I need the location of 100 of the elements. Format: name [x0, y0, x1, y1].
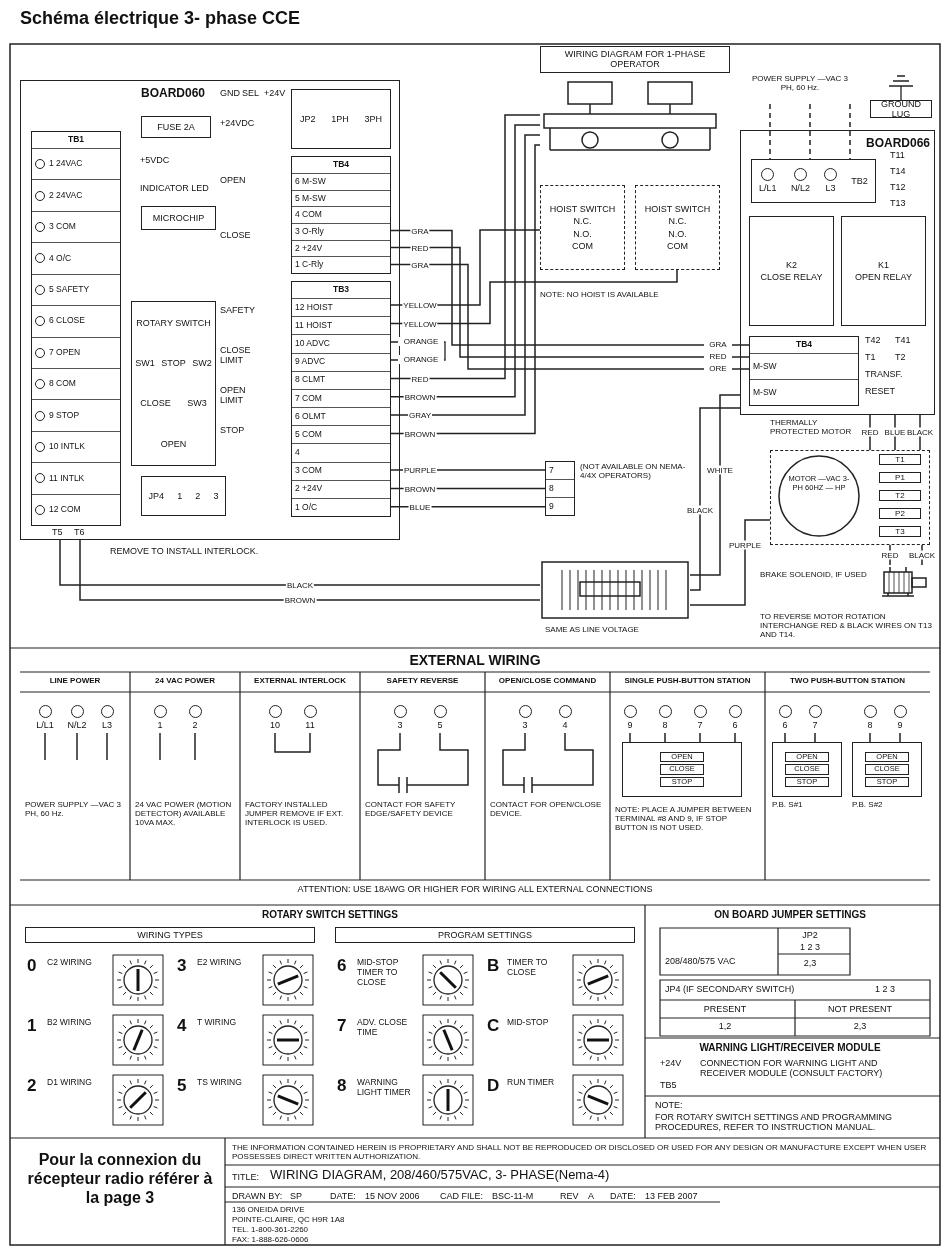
terminal-block	[751, 159, 876, 203]
label-text: TITLE:	[232, 1172, 260, 1183]
terminal-label: L3	[824, 168, 838, 194]
terminal-label: 12 HOIST	[292, 298, 390, 317]
terminal-label: 6 OLMT	[292, 407, 390, 426]
terminal-label: 1 C-Rly	[292, 256, 390, 274]
switch-label: SW3	[187, 398, 207, 409]
wire-color-label: PURPLE	[403, 465, 437, 475]
push-button-station	[772, 742, 842, 797]
terminal-label: 8	[546, 479, 574, 497]
diagram-title: Schéma électrique 3- phase CCE	[20, 8, 301, 29]
wire	[76, 732, 78, 761]
wire-color-label: BROWN	[403, 429, 437, 438]
board-name: BOARD066	[866, 137, 931, 151]
switch-label: HOIST SWITCH	[644, 203, 711, 215]
label-text: JP2	[801, 930, 819, 941]
label-text: CLOSE	[220, 230, 252, 241]
relay	[749, 216, 834, 326]
label-text: 1 2 3	[799, 942, 821, 953]
setting-number: B	[487, 956, 501, 976]
setting-number: D	[487, 1076, 501, 1096]
column-heading: TWO PUSH-BUTTON STATION	[788, 676, 907, 686]
setting-number: 5	[177, 1076, 188, 1096]
terminal-label: 9 ADVC	[292, 352, 390, 371]
terminal-label: 8 COM	[32, 367, 120, 400]
switch-label: N.C.	[573, 216, 592, 227]
wire-color-label: BLUE	[408, 502, 432, 512]
setting-name: T WIRING	[197, 1018, 238, 1028]
wire	[869, 414, 871, 451]
wire	[664, 732, 666, 743]
wire	[629, 732, 631, 743]
wire	[769, 103, 771, 160]
switch-label: SW1	[135, 358, 155, 369]
setting-number: 7	[337, 1016, 348, 1036]
circuit-board	[740, 130, 935, 415]
terminal-label: 11 HOIST	[292, 316, 390, 335]
setting-name: TIMER TO CLOSE	[507, 958, 549, 978]
wire	[106, 732, 108, 761]
label-text: 2,3	[802, 958, 818, 969]
label-text: TB5	[660, 1080, 678, 1091]
relay-label: K2	[786, 259, 797, 270]
wire-color-label: RED	[704, 352, 732, 362]
switch-label: COM	[572, 240, 593, 252]
label-text: +24V	[264, 88, 287, 99]
note-text: POINTE-CLAIRE, QC H9R 1A8	[232, 1215, 346, 1225]
label-text: A	[588, 1191, 595, 1202]
terminal-label: 1 24VAC	[32, 148, 120, 180]
wire-color-label: GRA	[704, 340, 732, 350]
wire-color-label: BLACK	[685, 505, 715, 515]
label-text: DATE:	[330, 1191, 357, 1202]
label-text: NOTE:	[655, 1100, 684, 1111]
wire	[159, 732, 161, 761]
setting-number: 4	[177, 1016, 188, 1036]
terminal-label: 3	[515, 705, 535, 733]
power-supply-label: POWER SUPPLY —VAC 3 PH, 60 Hz.	[745, 62, 855, 104]
switch-label: HOIST SWITCH	[549, 203, 616, 215]
terminal-label: 9	[620, 705, 640, 733]
terminal-label: M-SW	[750, 353, 858, 379]
terminal-label: 6 CLOSE	[32, 305, 120, 337]
wire	[899, 732, 901, 743]
switch-label: ROTARY SWITCH	[136, 317, 211, 329]
wire	[538, 732, 594, 786]
label-text: SP	[290, 1191, 303, 1202]
terminal-label: N/L2	[790, 168, 810, 194]
terminal-label: 8	[655, 705, 675, 733]
label-text: 2,3	[852, 1021, 868, 1032]
column-heading: 24 VAC POWER	[154, 676, 216, 686]
terminal-label: 3 COM	[32, 210, 120, 243]
label-text: REV	[560, 1191, 580, 1202]
terminal-label: 2 24VAC	[32, 179, 120, 211]
switch-label: N.O.	[668, 228, 687, 239]
wire	[390, 246, 750, 358]
wire-color-label: BLACK	[905, 427, 935, 437]
chip-label: MICROCHIP	[152, 212, 205, 224]
push-button-station	[622, 742, 742, 797]
setting-number: 2	[27, 1076, 38, 1096]
label-text: +24VDC	[220, 118, 256, 129]
label-text: 208/480/575 VAC	[665, 956, 737, 967]
column-heading: SAFETY REVERSE	[385, 676, 460, 686]
drawing-title: WIRING DIAGRAM, 208/460/575VAC, 3- PHASE(Nema-4)	[270, 1168, 611, 1183]
motor-label: T1	[879, 454, 921, 466]
node-caption: P.B. S#1	[772, 800, 804, 810]
node-caption: BRAKE SOLENOID, IF USED	[760, 570, 868, 580]
jumper-label: 2	[195, 490, 201, 502]
label-text: TRANSF.	[865, 369, 904, 380]
wire	[59, 539, 541, 586]
wire-color-label: RED	[410, 243, 430, 252]
terminal-strip	[749, 336, 859, 406]
fuse	[141, 116, 211, 138]
setting-number: 1	[27, 1016, 38, 1036]
note-text: TO REVERSE MOTOR ROTATION INTERCHANGE RED & BLACK WIRES ON T13 AND T14.	[760, 612, 933, 640]
switch-label: N.O.	[573, 228, 592, 239]
terminal-label: 11	[300, 705, 320, 733]
terminal-label: L/L1	[759, 168, 777, 194]
terminal-label: L/L1	[30, 705, 60, 733]
label-text: OPEN LIMIT	[220, 385, 247, 406]
note-text: NOTE: NO HOIST IS AVAILABLE	[540, 290, 660, 300]
relay-label: OPEN RELAY	[855, 272, 912, 283]
relay-label: K1	[878, 259, 889, 270]
terminal-label: 7	[548, 463, 555, 477]
